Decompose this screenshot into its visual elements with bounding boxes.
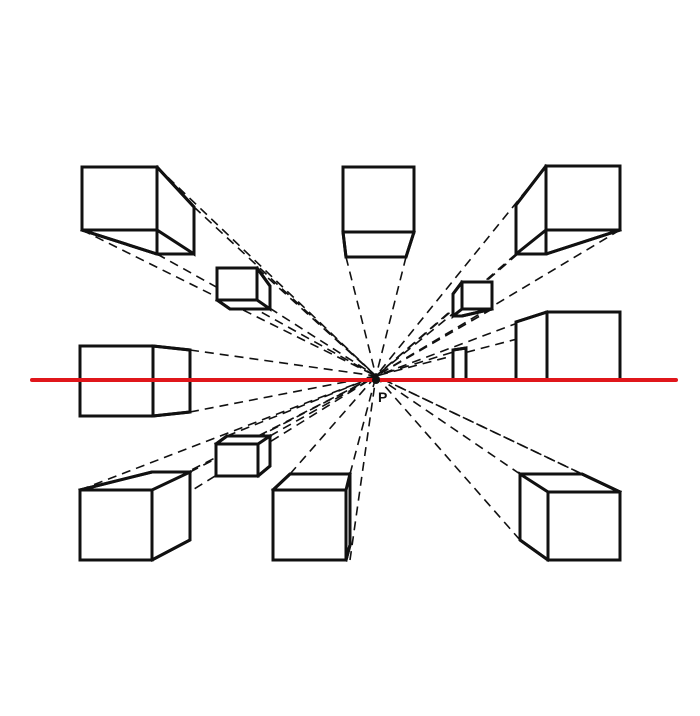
ray	[289, 375, 377, 475]
box-bottom-left-small	[213, 433, 273, 479]
ray	[189, 349, 377, 377]
ray	[375, 308, 493, 377]
box-bottom-left-large	[78, 470, 192, 563]
box-middle-right-large	[514, 310, 622, 382]
box-middle-right-small	[451, 346, 468, 382]
ray	[375, 256, 407, 377]
ray	[79, 375, 377, 561]
ray	[375, 375, 521, 541]
ray	[375, 281, 493, 377]
ray	[81, 229, 377, 377]
ray	[256, 267, 377, 377]
ray	[256, 299, 377, 377]
ray	[193, 206, 377, 377]
box-bottom-right	[518, 471, 622, 563]
construction-rays	[79, 165, 621, 561]
box-top-left-large	[80, 164, 196, 257]
box-bottom-center	[270, 472, 352, 562]
vanishing-point: P	[372, 376, 387, 405]
box-top-right-small	[451, 279, 494, 320]
ray	[156, 166, 377, 377]
box-top-left-small	[214, 265, 272, 312]
ray	[375, 375, 521, 475]
ray	[375, 229, 621, 377]
ray	[156, 253, 377, 377]
ray	[345, 256, 377, 377]
box-top-right-large	[514, 163, 622, 258]
ray	[349, 375, 377, 475]
ray	[269, 375, 377, 437]
ray	[375, 347, 467, 377]
vanishing-point-dot	[372, 376, 380, 384]
ray	[226, 375, 377, 437]
box-top-center	[341, 165, 416, 259]
ray	[375, 311, 621, 377]
ray	[349, 375, 377, 561]
ray	[375, 253, 517, 377]
vanishing-point-label: P	[378, 389, 387, 405]
ray	[151, 375, 377, 491]
ray	[79, 375, 377, 491]
